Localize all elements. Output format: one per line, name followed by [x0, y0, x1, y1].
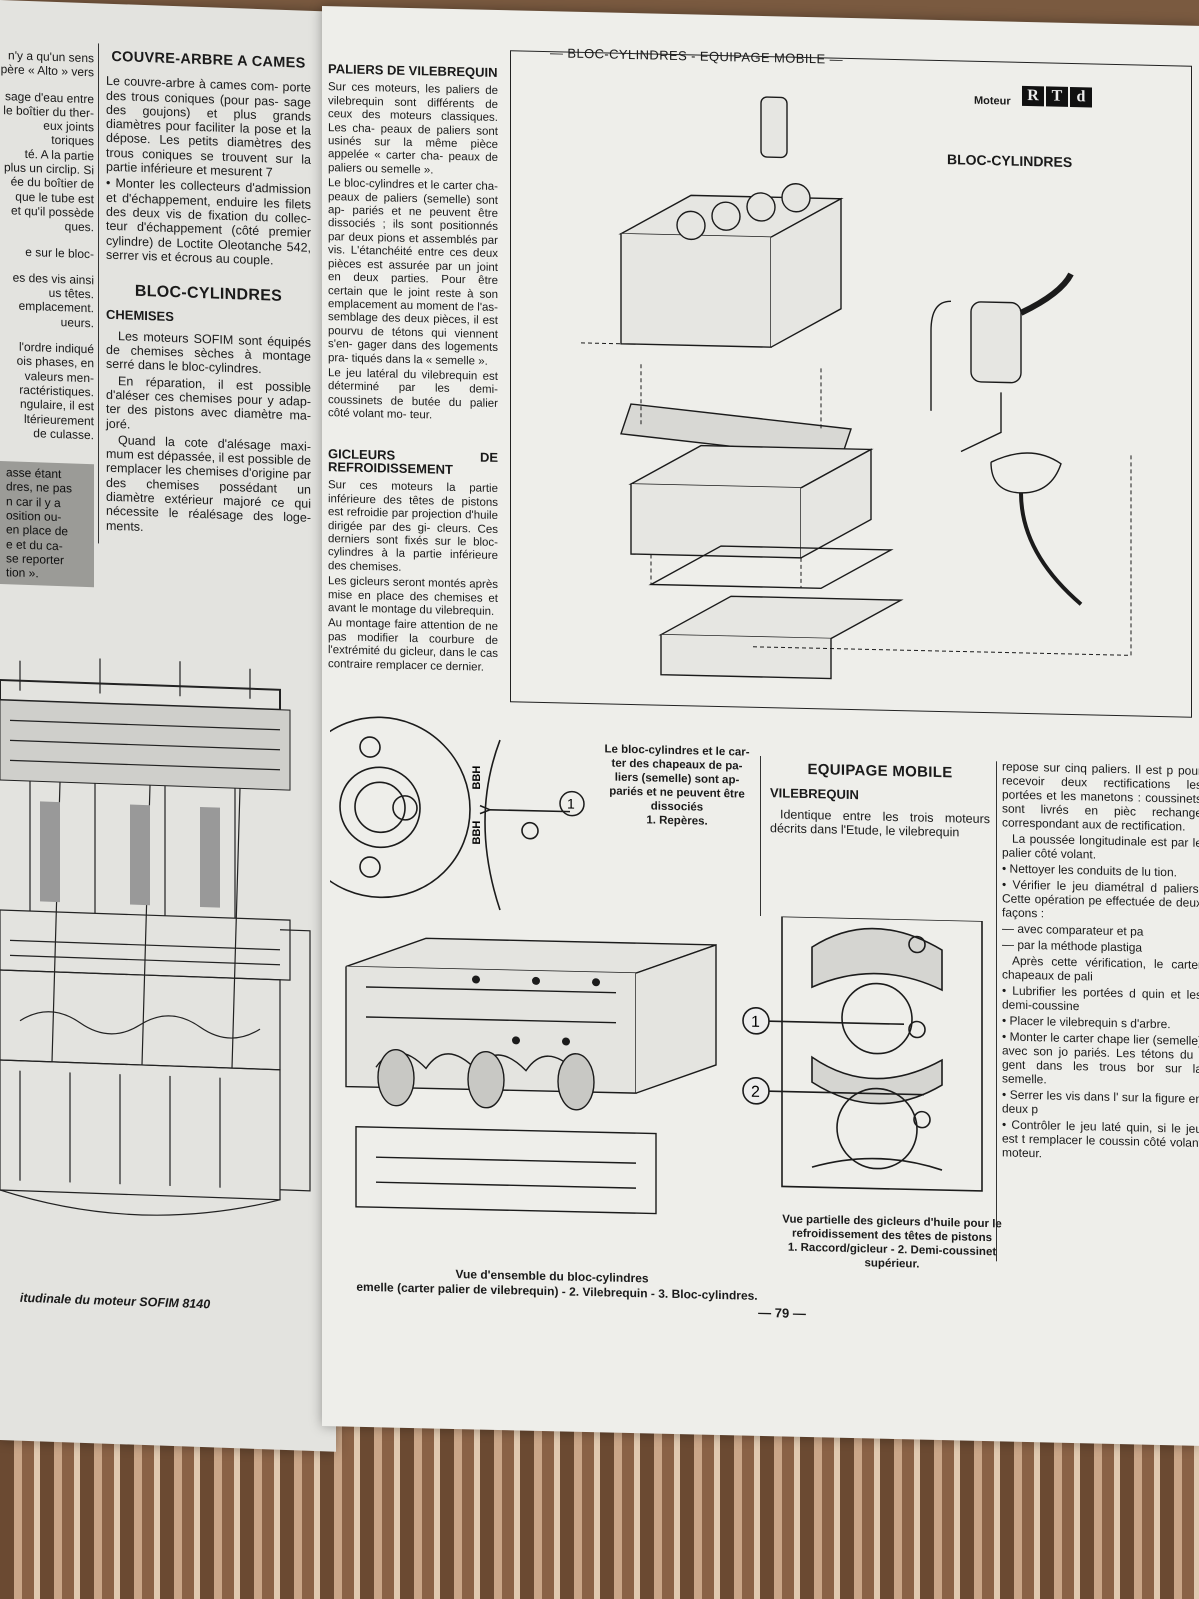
- column-rule: [98, 43, 99, 544]
- right-col-5: repose sur cinq paliers. Il est p pour r…: [1002, 759, 1199, 1166]
- text-line: eux joints toriques: [43, 118, 94, 149]
- engine-section-drawing: [0, 658, 311, 1216]
- block-overview-drawing: [345, 937, 717, 1215]
- column-rule: [996, 761, 997, 1262]
- exploded-view-frame: BLOC-CYLINDRES: [510, 50, 1192, 718]
- paragraph: En réparation, il est possible d'aléser …: [106, 373, 311, 432]
- column-rule: [760, 755, 761, 916]
- bullet-item: Monter les collecteurs d'admission et d'…: [106, 176, 311, 269]
- left-col-2: COUVRE-ARBRE A CAMES Le couvre-arbre à c…: [106, 44, 311, 542]
- paragraph: Quand la cote d'alésage maxi- mum est dé…: [106, 432, 311, 534]
- callout-number: 2: [751, 1084, 760, 1101]
- right-page: — BLOC-CYLINDRES - EQUIPAGE MOBILE — Mot…: [322, 6, 1199, 1446]
- exploded-block-drawing: [581, 96, 1132, 680]
- paragraph: Les moteurs SOFIM sont équipés de chemis…: [106, 328, 311, 377]
- paragraph: Le couvre-arbre à cames com- porte des t…: [106, 73, 311, 180]
- paragraph: Le bloc-cylindres et le carter cha- peau…: [328, 177, 498, 368]
- bullet-item: Contrôler le jeu laté quin, si le jeu es…: [1002, 1117, 1199, 1164]
- text-line: ueurs.: [60, 314, 94, 331]
- paragraph: Sur ces moteurs la partie inférieure des…: [328, 479, 498, 574]
- paragraph: Le jeu latéral du vilebrequin est déterm…: [328, 367, 498, 422]
- callout-number: 1: [751, 1014, 760, 1031]
- heading-paliers: PALIERS DE VILEBREQUIN: [328, 61, 498, 80]
- bbh-caption: Le bloc-cylindres et le car- ter des cha…: [602, 742, 752, 829]
- bullet-item: Vérifier le jeu diamétral d paliers. Cet…: [1002, 877, 1199, 924]
- heading-gicleurs: GICLEURS DE REFROIDISSEMENT: [328, 445, 498, 477]
- paragraph: La poussée longitudinale est par le pali…: [1002, 831, 1199, 862]
- dash-text: par la méthode plastiga: [1017, 937, 1143, 955]
- text-line: de culasse.: [33, 425, 94, 443]
- text-line: ques.: [64, 219, 94, 235]
- paragraph: Au montage faire attention de ne pas mod…: [328, 617, 498, 674]
- bbh-mark-drawing: BBH BBH 1: [330, 716, 585, 911]
- paragraph: Identique entre les trois moteurs décrit…: [770, 806, 990, 840]
- callout-number: 1: [567, 796, 575, 812]
- heading-bloc-cylindres: BLOC-CYLINDRES: [134, 282, 283, 306]
- subheading-vilebrequin: VILEBREQUIN: [770, 785, 859, 803]
- subheading-chemises: CHEMISES: [106, 307, 174, 325]
- engine-section-caption: itudinale du moteur SOFIM 8140: [19, 1290, 211, 1312]
- heading-equipage-mobile: EQUIPAGE MOBILE: [807, 761, 953, 782]
- caption-legend: 1. Raccord/gicleur - 2. Demi-coussinet s…: [787, 1241, 997, 1271]
- bullet-item: Lubrifier les portées d quin et les demi…: [1002, 983, 1199, 1016]
- text-line: père « Alto » vers: [0, 62, 94, 80]
- text-line: e sur le bloc-: [25, 244, 94, 261]
- equipage-section: EQUIPAGE MOBILE VILEBREQUIN Identique en…: [770, 756, 990, 842]
- caption-text: Le bloc-cylindres et le car- ter des cha…: [604, 743, 750, 814]
- caption-legend: 1. Repères.: [646, 814, 708, 828]
- gicleur-detail-drawing: 1 2: [742, 915, 983, 1192]
- bullet-item: Monter le carter chape lier (semelle) av…: [1002, 1029, 1199, 1090]
- bbh-label: BBH: [471, 820, 483, 844]
- text-line: tion ».: [6, 565, 39, 581]
- dash-text: avec comparateur et pa: [1017, 921, 1144, 939]
- bullet-item: Serrer les vis dans l' sur la figure en …: [1002, 1087, 1199, 1120]
- heading-couvre-arbre: COUVRE-ARBRE A CAMES: [111, 48, 306, 72]
- paragraph: Les gicleurs seront montés après mise en…: [328, 575, 498, 618]
- paragraph: repose sur cinq paliers. Il est p pour r…: [1002, 759, 1199, 834]
- bbh-label: BBH: [471, 765, 483, 789]
- right-col-text: PALIERS DE VILEBREQUIN Sur ces moteurs, …: [328, 54, 498, 677]
- paragraph: Sur ces moteurs, les paliers de vilebreq…: [328, 81, 498, 177]
- page-number: — 79 —: [758, 1304, 806, 1321]
- paragraph: Après cette vérification, le carter chap…: [1002, 953, 1199, 984]
- gicleur-caption: Vue partielle des gicleurs d'huile pour …: [762, 1212, 1022, 1274]
